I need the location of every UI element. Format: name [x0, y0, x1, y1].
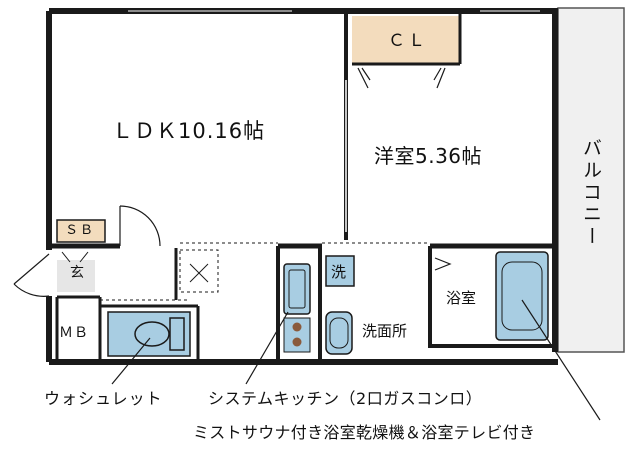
bathroom-label: 浴室 [446, 289, 477, 307]
sauna-annotation: ミストサウナ付き浴室乾燥機＆浴室テレビ付き [193, 423, 536, 442]
balcony-label: バルコニー [580, 138, 602, 248]
bathroom-door [434, 257, 452, 271]
genkan-floor [57, 260, 95, 292]
entrance-door [13, 253, 50, 297]
burner-2 [292, 337, 302, 347]
toilet-room-walls [100, 304, 200, 362]
burner-1 [292, 322, 302, 332]
hall-storage [179, 249, 219, 293]
washer-label: 洗 [331, 263, 347, 281]
kitchen-annotation: システムキッチン（2口ガスコンロ） [208, 389, 483, 408]
genkan-label: 玄 [70, 265, 84, 281]
washlet-annotation: ウォシュレット [44, 389, 163, 408]
meter-box-label: ＭＢ [59, 325, 89, 341]
bedroom-label: 洋室5.36帖 [374, 144, 483, 168]
washer-pan [325, 255, 355, 287]
genkan-walls [55, 295, 102, 362]
ldk-room-label: ＬＤＫ10.16帖 [112, 119, 266, 143]
closet-area [352, 16, 460, 64]
washroom-label: 洗面所 [362, 322, 408, 340]
shoe-box-label: ＳＢ [65, 223, 96, 238]
kitchen-walls [276, 246, 322, 362]
leader-lines [111, 299, 601, 421]
closet-label: ＣＬ [388, 31, 428, 51]
ldk-door [119, 205, 161, 247]
shoe-box [56, 219, 106, 243]
bathroom-walls [428, 246, 555, 348]
closet-doors [357, 67, 446, 89]
outer-walls [46, 8, 558, 365]
balcony-area [557, 7, 625, 353]
closet-walls [352, 11, 462, 66]
